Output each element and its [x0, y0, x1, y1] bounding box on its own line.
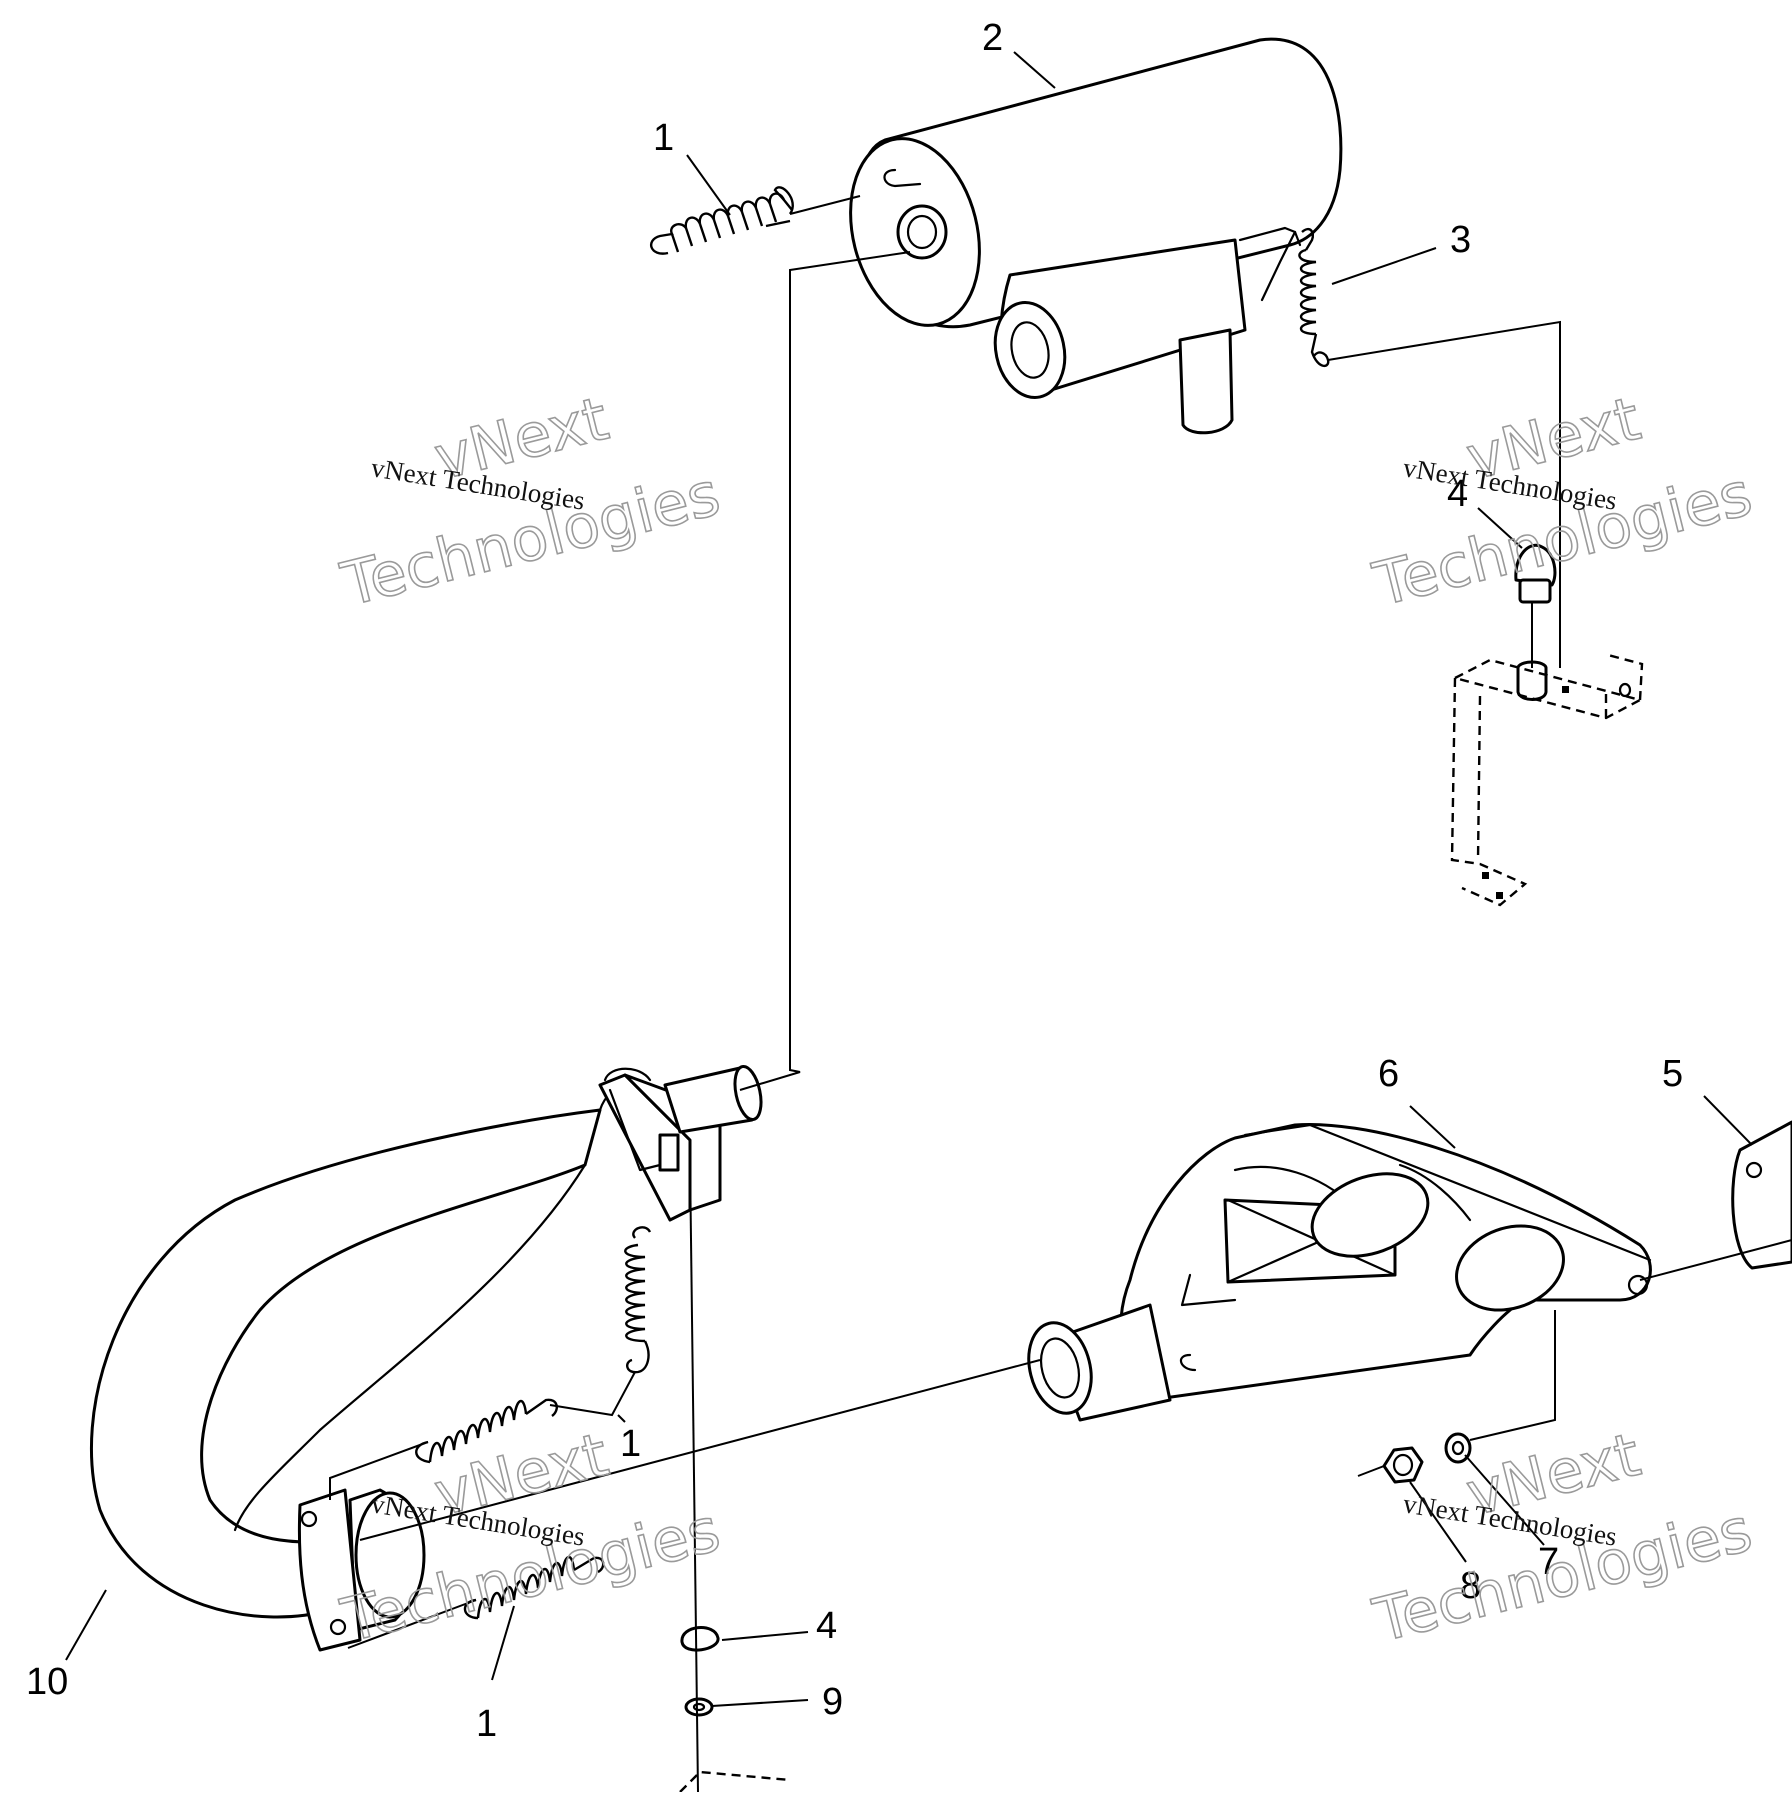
callout-4-bottom: 4 — [816, 1605, 837, 1647]
callout-9: 9 — [822, 1681, 843, 1723]
callout-1-bottom: 1 — [476, 1703, 497, 1745]
callout-1-top: 1 — [653, 117, 674, 159]
callout-4-right: 4 — [1447, 473, 1468, 515]
callout-1-middle: 1 — [620, 1423, 641, 1465]
pipe-clamp-bracket — [598, 1064, 763, 1222]
washer-part-7 — [1444, 1432, 1472, 1464]
watermark-bottom-right: vNext Technologies vNext Technologies — [1366, 1419, 1759, 1657]
nut-part-8 — [1382, 1446, 1424, 1484]
watermark-top-right: vNext Technologies vNext Technologies — [1366, 383, 1759, 621]
manifold-part — [1027, 1123, 1652, 1422]
spring-part-vertical — [624, 1226, 652, 1374]
muffler-part — [849, 37, 1343, 435]
frame-bracket-dashed-right — [1450, 653, 1644, 907]
watermark-top-left: vNext Technologies vNext Technologies — [334, 383, 727, 621]
callout-labels: 1 2 3 4 5 6 1 7 8 4 9 10 1 — [26, 17, 1683, 1745]
spring-part-3 — [1298, 227, 1330, 367]
callout-leaders — [65, 51, 1753, 1707]
callout-6: 6 — [1378, 1053, 1399, 1095]
callout-2: 2 — [982, 17, 1003, 59]
grommet-part-bottom — [680, 1625, 720, 1652]
callout-10: 10 — [26, 1661, 68, 1703]
callout-8: 8 — [1460, 1565, 1481, 1607]
spring-part-top — [650, 186, 794, 255]
callout-7: 7 — [1538, 1541, 1559, 1583]
washer-part-9 — [684, 1697, 714, 1717]
gasket-part-5 — [1731, 1120, 1792, 1270]
frame-bracket-dashed-bottom — [679, 1770, 791, 1793]
grommet-part-right — [1514, 543, 1557, 701]
exhaust-pipe-part — [89, 1085, 662, 1652]
callout-3: 3 — [1450, 219, 1471, 261]
assembly-lines — [329, 195, 1792, 1793]
callout-5: 5 — [1662, 1053, 1683, 1095]
